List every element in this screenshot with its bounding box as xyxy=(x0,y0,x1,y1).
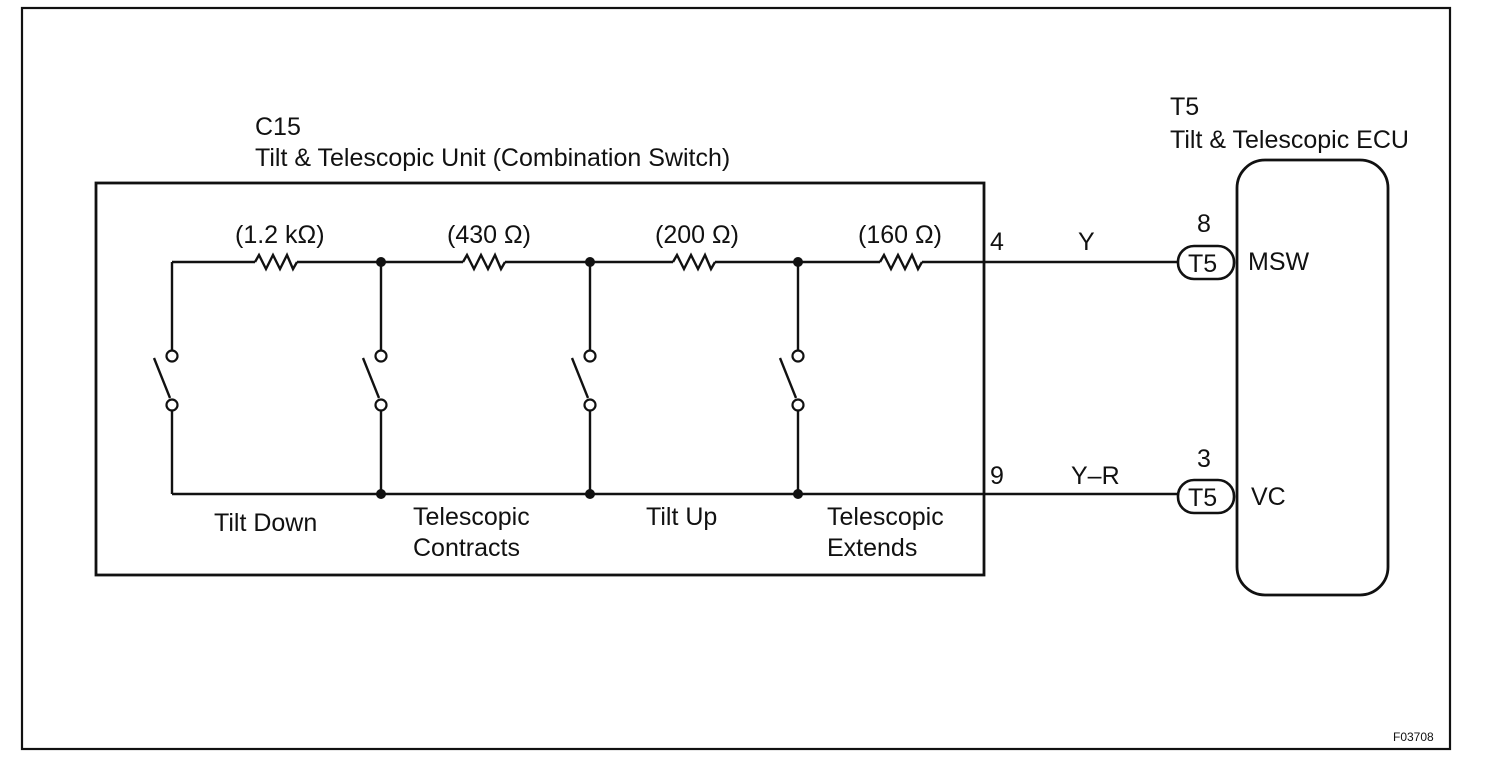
unit-pin-9: 9 xyxy=(990,462,1004,490)
switch-label-tilt-up: Tilt Up xyxy=(646,503,717,531)
ecu-pin-8-number: 8 xyxy=(1197,210,1211,238)
unit-code: C15 xyxy=(255,113,301,141)
resistor-4-symbol xyxy=(878,252,924,272)
ecu-pin-3-number: 3 xyxy=(1197,445,1211,473)
resistor-1-symbol xyxy=(253,252,299,272)
connector-badge-vc xyxy=(1176,478,1236,515)
wire-color-y-r: Y–R xyxy=(1071,462,1120,490)
resistor-2-symbol xyxy=(461,252,507,272)
ecu-pin-3-connector: T5 xyxy=(1188,484,1217,512)
switch-telescopic-extends xyxy=(778,262,805,494)
switch-label-telescopic-contracts-1: Telescopic xyxy=(413,503,530,531)
ecu-code: T5 xyxy=(1170,93,1199,121)
wire-color-y: Y xyxy=(1078,228,1095,256)
unit-pin-4: 4 xyxy=(990,228,1004,256)
combination-switch-box xyxy=(94,181,986,577)
resistor-1-label: (1.2 kΩ) xyxy=(235,221,325,249)
resistor-3-symbol xyxy=(671,252,717,272)
switch-label-telescopic-extends-2: Extends xyxy=(827,534,917,562)
resistor-4-label: (160 Ω) xyxy=(858,221,942,249)
connector-badge-msw xyxy=(1176,244,1236,281)
ecu-terminal-msw: MSW xyxy=(1248,248,1310,276)
switch-label-telescopic-extends-1: Telescopic xyxy=(827,503,944,531)
unit-name: Tilt & Telescopic Unit (Combination Swit… xyxy=(255,144,730,172)
switch-label-telescopic-contracts-2: Contracts xyxy=(413,534,520,562)
figure-id: F03708 xyxy=(1393,730,1434,744)
switch-tilt-down xyxy=(152,262,179,494)
ecu-box xyxy=(1235,158,1390,597)
switch-telescopic-contracts xyxy=(361,262,388,494)
junction-dots xyxy=(376,257,803,499)
switch-label-tilt-down: Tilt Down xyxy=(214,509,317,537)
ecu-name: Tilt & Telescopic ECU xyxy=(1170,126,1409,154)
ecu-pin-8-connector: T5 xyxy=(1188,250,1217,278)
switch-tilt-up xyxy=(570,262,597,494)
ecu-terminal-vc: VC xyxy=(1251,483,1286,511)
resistor-2-label: (430 Ω) xyxy=(447,221,531,249)
figure-frame xyxy=(20,6,1452,751)
resistor-3-label: (200 Ω) xyxy=(655,221,739,249)
